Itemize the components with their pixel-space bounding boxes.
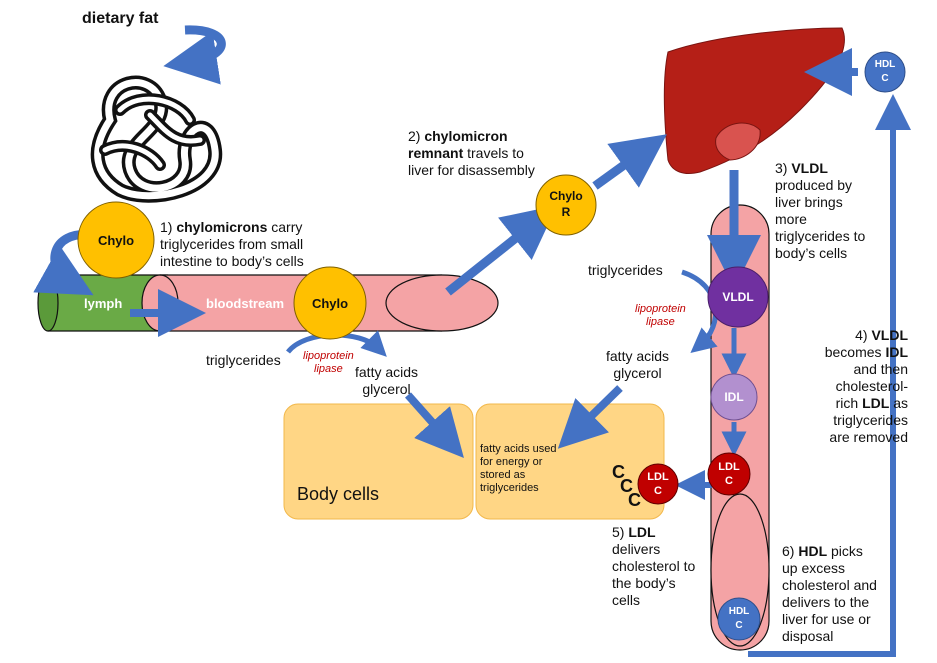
arrow-dietary-fat (163, 25, 226, 85)
cell-usage-text: fatty acids used for energy or stored as… (480, 443, 557, 494)
lipase-left-label: lipoprotein lipase (303, 350, 354, 375)
arrow-fa-right-to-cells (557, 385, 623, 449)
body-cells-label: Body cells (297, 484, 380, 504)
chylo-circle-vessel (293, 266, 367, 340)
cholesterol-mark: C (628, 490, 641, 510)
chylo-circle-top (77, 201, 155, 279)
chylo-r-label-1: Chylo (549, 189, 583, 203)
hdl-top-label-2: C (881, 73, 889, 84)
step-1-text: 1) chylomicrons carry triglycerides from… (160, 219, 304, 269)
hdl-vessel-label-2: C (735, 620, 743, 631)
arrow-chylo-r-to-liver (592, 134, 667, 190)
arrow-to-chylo-r (445, 205, 558, 296)
step-2-text: 2) chylomicron remnant travels to liver … (408, 128, 535, 178)
step-4-text: 4) VLDL becomes IDL and then cholesterol… (824, 327, 908, 445)
lymph-label: lymph (84, 296, 123, 311)
hdl-circle-top (864, 51, 906, 93)
step-3-text: 3) VLDL produced by liver brings more tr… (775, 160, 866, 261)
arrow-fa-left-to-cells (405, 392, 464, 458)
liver (663, 27, 845, 174)
arrow-hdl-to-liver (748, 94, 911, 657)
triglycerides-left-label: triglycerides (206, 352, 281, 368)
step-5-text: 5) LDL delivers cholesterol to the body’… (612, 524, 696, 608)
idl-circle (710, 373, 758, 421)
lipase-right-label: lipoprotein lipase (635, 303, 686, 328)
idl-label: IDL (724, 390, 744, 404)
hdl-top-label-1: HDL (874, 59, 896, 70)
hdl-circle-vessel (717, 597, 761, 641)
vldl-circle (707, 266, 769, 328)
ldl-label-2: C (725, 475, 733, 487)
ldl-cell-label-2: C (654, 485, 662, 497)
intestine (90, 75, 223, 203)
bloodstream-vessel-end (385, 274, 499, 332)
hdl-vessel-label-1: HDL (728, 606, 750, 617)
fatty-acids-left-label: fatty acids glycerol (355, 364, 419, 397)
cholesterol-mark: C (620, 476, 633, 496)
bloodstream-label: bloodstream (206, 296, 285, 311)
triglycerides-right-label: triglycerides (588, 262, 663, 278)
ldl-circle-cell (637, 463, 679, 505)
ldl-circle (707, 452, 751, 496)
step-6-text: 6) HDL picks up excess cholesterol and d… (782, 543, 877, 644)
chylo-label-top: Chylo (97, 233, 135, 248)
ldl-cell-label-1: LDL (647, 471, 669, 483)
chylo-r-circle (535, 174, 597, 236)
chylo-r-label-2: R (561, 205, 571, 219)
cholesterol-mark: C (612, 462, 625, 482)
chylo-label-vessel: Chylo (311, 296, 349, 311)
ldl-label-1: LDL (718, 461, 740, 473)
vldl-label: VLDL (722, 290, 754, 304)
fatty-acids-right-label: fatty acids glycerol (606, 348, 670, 381)
diagram-title: dietary fat (82, 10, 159, 27)
